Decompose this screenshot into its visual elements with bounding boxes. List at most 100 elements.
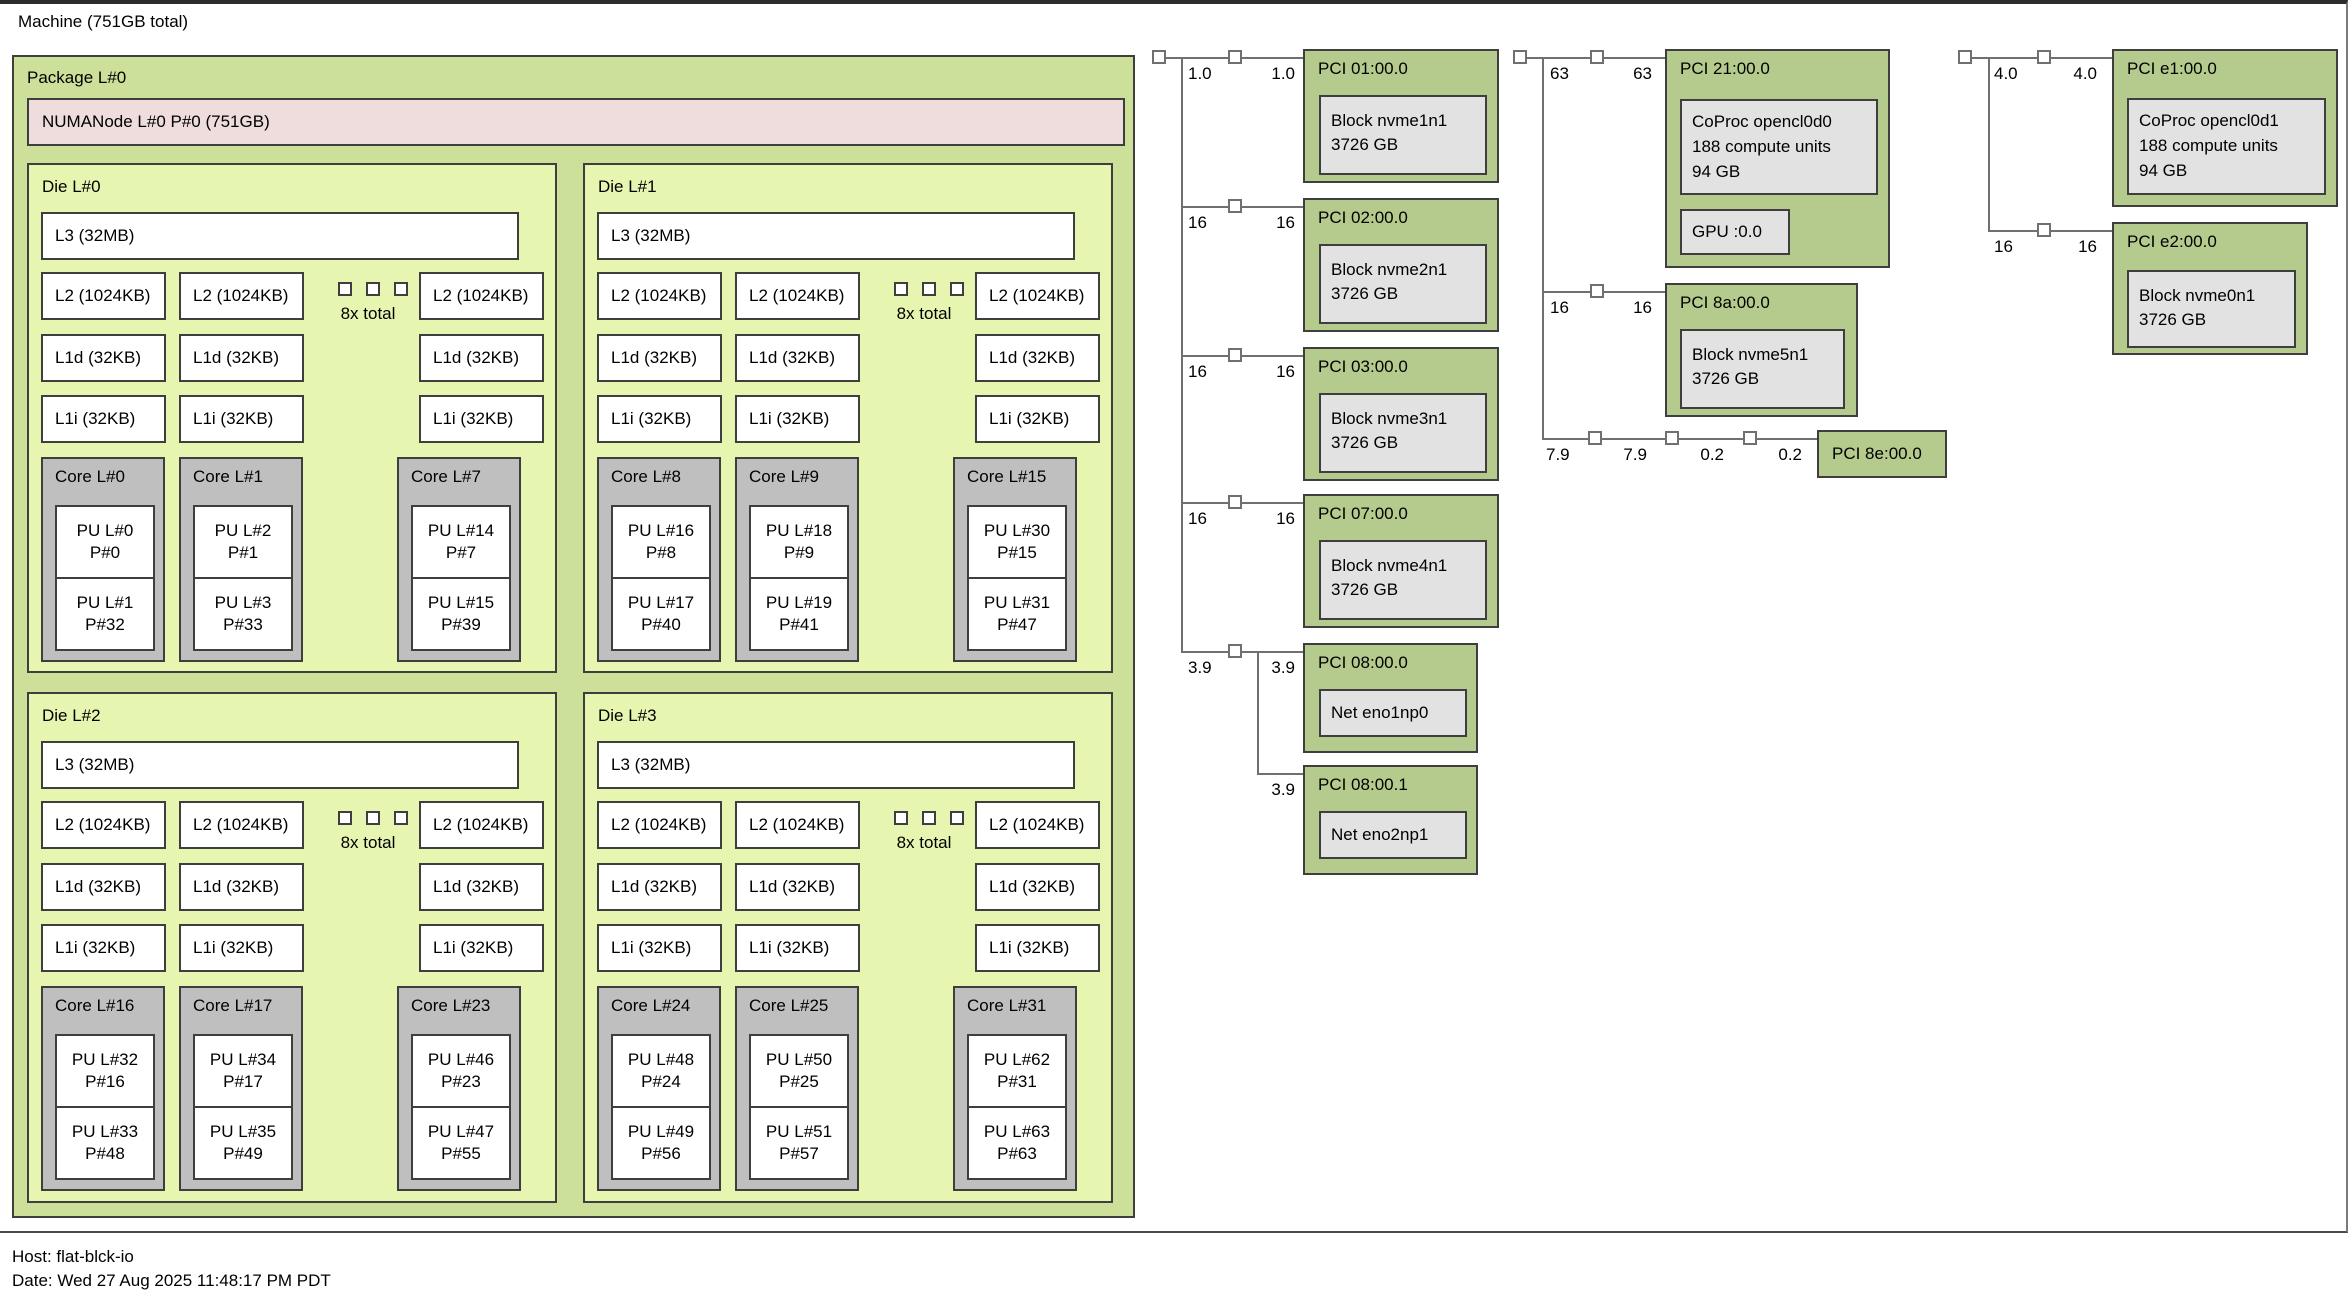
machine-label: Machine (751GB total) <box>18 12 189 31</box>
package-label: Package L#0 <box>27 68 127 87</box>
pci-title: PCI 08:00.0 <box>1318 653 1408 672</box>
collapse-square-icon <box>894 811 908 825</box>
l1i-cache-box: L1i (32KB) <box>419 395 544 443</box>
link-speed-label: 16 <box>1276 509 1295 528</box>
hostbridge-square-icon <box>1513 50 1527 64</box>
l2-cache-box: L2 (1024KB) <box>975 272 1100 320</box>
l2-cache-box: L2 (1024KB) <box>41 801 166 849</box>
core-label: Core L#0 <box>55 467 125 486</box>
numanode-box: NUMANode L#0 P#0 (751GB) <box>27 98 1125 146</box>
l1d-cache-box: L1d (32KB) <box>179 334 304 382</box>
collapse-square-icon <box>338 282 352 296</box>
link-speed-label: 0.2 <box>1700 445 1724 464</box>
l1d-cache-box: L1d (32KB) <box>179 863 304 911</box>
pci-title: PCI 8e:00.0 <box>1832 444 1922 463</box>
bridge-square-icon <box>1228 495 1242 509</box>
bridge-square-icon <box>1590 284 1604 298</box>
l1d-cache-box: L1d (32KB) <box>419 863 544 911</box>
pci-title: PCI 02:00.0 <box>1318 208 1408 227</box>
pci-tree-line <box>1542 438 1817 440</box>
gpu-device-box: GPU :0.0 <box>1680 209 1790 255</box>
core-label: Core L#17 <box>193 996 273 1015</box>
collapse-count-label: 8x total <box>896 833 952 852</box>
l2-cache-box: L2 (1024KB) <box>597 272 722 320</box>
net-device-box: Net eno2np1 <box>1319 811 1467 859</box>
l1i-cache-box: L1i (32KB) <box>179 924 304 972</box>
bridge-square-icon <box>2037 50 2051 64</box>
die-box-l0: Die L#0 L3 (32MB) L2 (1024KB) L2 (1024KB… <box>27 163 557 673</box>
pci-device-box: PCI 08:00.0 Net eno1np0 <box>1303 643 1478 753</box>
collapse-square-icon <box>394 811 408 825</box>
link-speed-label: 3.9 <box>1271 780 1295 799</box>
l1i-cache-box: L1i (32KB) <box>735 924 860 972</box>
net-device-box: Net eno1np0 <box>1319 689 1467 737</box>
l1i-cache-box: L1i (32KB) <box>735 395 860 443</box>
l1d-cache-box: L1d (32KB) <box>975 334 1100 382</box>
pci-tree-line <box>1257 773 1303 775</box>
link-speed-label: 16 <box>1994 237 2013 256</box>
pci-title: PCI 08:00.1 <box>1318 775 1408 794</box>
l1i-cache-box: L1i (32KB) <box>597 924 722 972</box>
die-label: Die L#3 <box>598 706 657 725</box>
link-speed-label: 16 <box>1188 509 1207 528</box>
pci-title: PCI 03:00.0 <box>1318 357 1408 376</box>
pci-tree-line <box>1181 502 1303 504</box>
hostbridge-square-icon <box>1152 50 1166 64</box>
die-box-l3: Die L#3 L3 (32MB) L2 (1024KB) L2 (1024KB… <box>583 692 1113 1203</box>
collapse-count-label: 8x total <box>340 304 396 323</box>
l2-cache-box: L2 (1024KB) <box>419 272 544 320</box>
l1d-cache-box: L1d (32KB) <box>41 334 166 382</box>
link-speed-label: 3.9 <box>1271 658 1295 677</box>
collapse-square-icon <box>922 282 936 296</box>
link-speed-label: 16 <box>1550 298 1569 317</box>
bridge-square-icon <box>1665 431 1679 445</box>
link-speed-label: 16 <box>1633 298 1652 317</box>
pci-title: PCI 21:00.0 <box>1680 59 1770 78</box>
link-speed-label: 1.0 <box>1188 64 1212 83</box>
collapse-count-label: 8x total <box>340 833 396 852</box>
bridge-square-icon <box>1228 50 1242 64</box>
l2-cache-box: L2 (1024KB) <box>735 801 860 849</box>
legend-host: Host: flat-blck-io <box>12 1247 134 1266</box>
collapse-square-icon <box>366 282 380 296</box>
bridge-square-icon <box>1228 199 1242 213</box>
pci-title: PCI 07:00.0 <box>1318 504 1408 523</box>
core-label: Core L#9 <box>749 467 819 486</box>
bridge-square-icon <box>1590 50 1604 64</box>
bridge-square-icon <box>2037 223 2051 237</box>
collapse-square-icon <box>394 282 408 296</box>
l2-cache-box: L2 (1024KB) <box>419 801 544 849</box>
bridge-square-icon <box>1588 431 1602 445</box>
link-speed-label: 63 <box>1633 64 1652 83</box>
die-label: Die L#2 <box>42 706 101 725</box>
collapse-square-icon <box>950 811 964 825</box>
l2-cache-box: L2 (1024KB) <box>179 272 304 320</box>
l1d-cache-box: L1d (32KB) <box>597 334 722 382</box>
l1d-cache-box: L1d (32KB) <box>597 863 722 911</box>
machine-box <box>0 0 2348 1233</box>
link-speed-label: 16 <box>1188 362 1207 381</box>
core-label: Core L#25 <box>749 996 829 1015</box>
